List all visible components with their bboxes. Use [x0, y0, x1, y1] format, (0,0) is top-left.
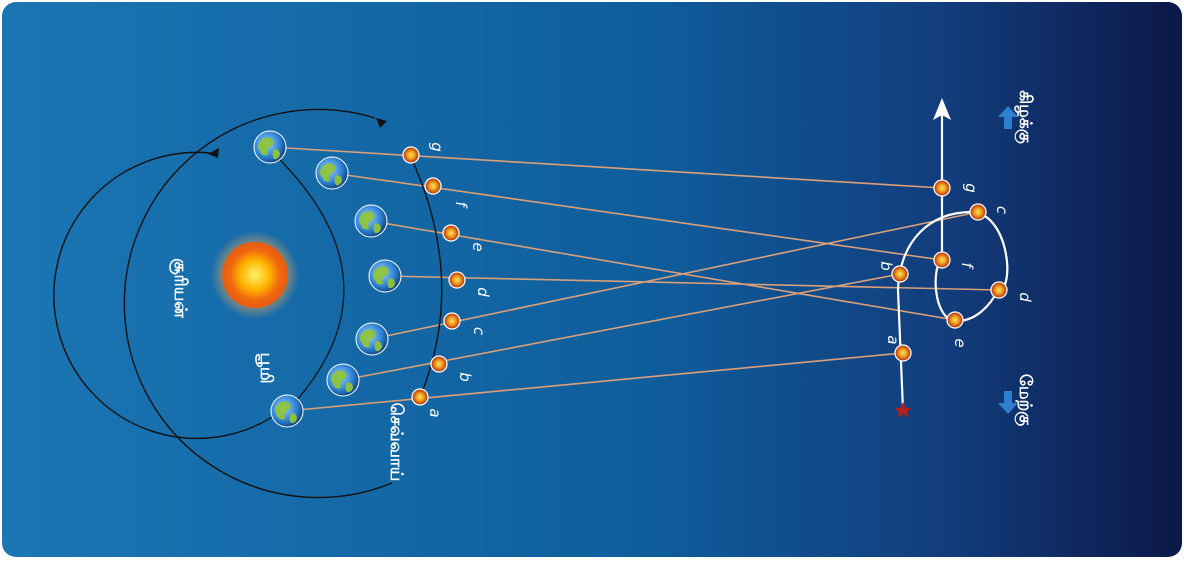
mars-dot-icon — [443, 312, 461, 330]
mars-label: செவ்வாய் — [386, 403, 406, 482]
earth-globe-icon — [368, 259, 402, 293]
apparent-mars-dot-icon — [946, 311, 964, 329]
arrow-up-icon — [998, 106, 1018, 129]
mars-position-label-c: c — [470, 327, 488, 336]
position-labels: a a b b c c d d e e f f g g — [426, 142, 1034, 417]
earth-orbit — [53, 151, 286, 440]
apparent-mars-dot-icon — [891, 265, 909, 283]
sight-line-g — [269, 146, 943, 189]
earth-orbit-arrow-icon — [208, 148, 219, 158]
earth-positions — [253, 130, 402, 428]
sight-line-e — [370, 220, 956, 321]
earth-globe-icon — [270, 394, 304, 428]
apparent-position-label-d: d — [1016, 292, 1034, 302]
mars-orbit — [123, 108, 393, 499]
apparent-mars-dot-icon — [894, 344, 912, 362]
mars-position-label-d: d — [474, 287, 492, 297]
mars-dot-icon — [448, 271, 466, 289]
apparent-position-label-f: f — [958, 262, 976, 270]
earth-globe-icon — [253, 130, 287, 164]
apparent-position-label-e: e — [951, 338, 969, 347]
mars-positions — [402, 146, 466, 406]
apparent-position-label-c: c — [993, 206, 1011, 215]
sight-line-a — [286, 352, 904, 412]
mars-arc — [409, 154, 443, 398]
earth-globe-icon — [315, 156, 349, 190]
apparent-mars-dot-icon — [933, 251, 951, 269]
sight-lines — [269, 146, 1000, 412]
mars-dot-icon — [430, 355, 448, 373]
mars-position-label-g: g — [428, 142, 446, 152]
mars-position-label-a: a — [426, 408, 444, 417]
apparent-positions — [891, 179, 1008, 362]
mars-dot-icon — [424, 177, 442, 195]
mars-dot-icon — [442, 224, 460, 242]
apparent-position-label-g: g — [962, 183, 980, 193]
sight-line-d — [384, 275, 1000, 291]
sight-line-c — [371, 211, 979, 340]
apparent-mars-dot-icon — [933, 179, 951, 197]
earth-label: பூமி — [256, 352, 276, 383]
mars-position-label-b: b — [456, 372, 474, 382]
earth-globe-icon — [326, 363, 360, 397]
mars-dot-icon — [402, 146, 420, 164]
earth-globe-icon — [354, 204, 388, 238]
sun-icon — [211, 231, 299, 319]
mars-dot-icon — [411, 388, 429, 406]
star-icon — [894, 402, 912, 418]
sun-label: சூரியன் — [169, 258, 190, 318]
apparent-position-label-b: b — [877, 261, 895, 271]
west-label: மேற்கு — [1015, 374, 1035, 426]
apparent-mars-dot-icon — [969, 203, 987, 221]
earth-arc — [266, 146, 345, 412]
arrow-down-icon — [998, 391, 1018, 414]
earth-globe-icon — [355, 322, 389, 356]
mars-position-label-f: f — [452, 201, 470, 209]
mars-position-label-e: e — [469, 242, 487, 251]
mars-orbit-arrow-icon — [376, 118, 387, 128]
apparent-mars-dot-icon — [990, 281, 1008, 299]
east-path-arrow-icon — [933, 98, 951, 120]
east-label: கிழக்கு — [1015, 90, 1035, 144]
apparent-position-label-a: a — [884, 335, 902, 344]
